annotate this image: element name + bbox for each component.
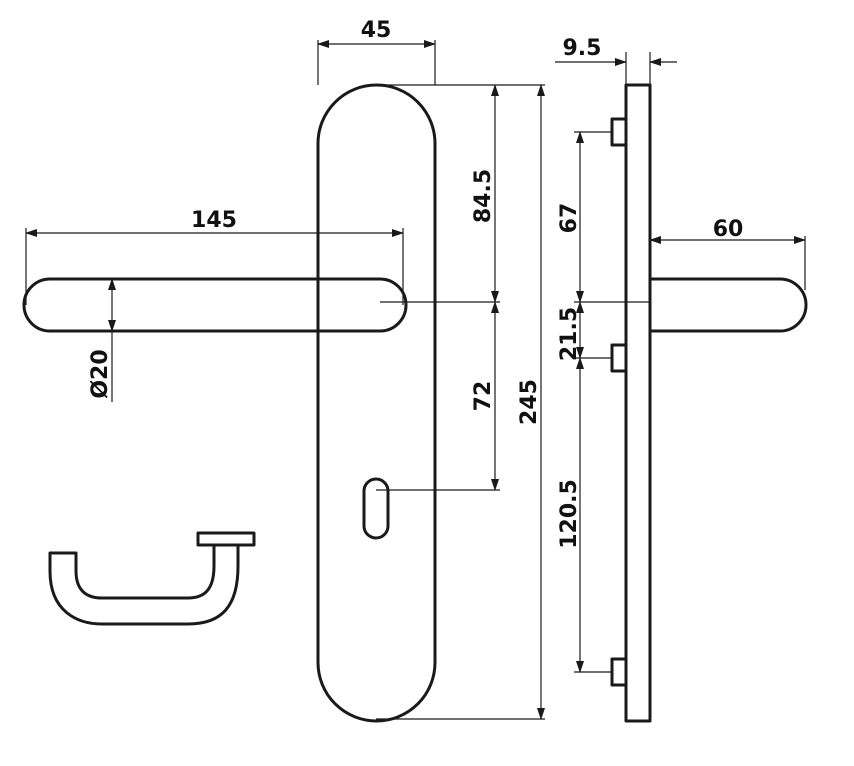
side-lever-outline [650,277,808,333]
side-view: 9.5 67 21.5 120.5 60 [555,36,808,723]
handle-icon-tube [48,543,240,626]
top-to-spindle-label: 84.5 [471,169,496,223]
keyhole-outline [362,477,390,540]
spindle-to-keyhole-label: 72 [471,381,496,412]
middle-to-bottom-fixing-label: 120.5 [557,479,582,549]
lever-length-label: 145 [191,208,237,233]
plate-thickness-label: 9.5 [563,36,602,61]
plate-width-label: 45 [361,18,392,43]
spindle-to-middle-fixing-label: 21.5 [557,307,582,361]
side-plate-outline [624,83,652,723]
handle-perspective-view [48,531,256,626]
handle-icon-rose [196,531,256,547]
lever-diameter-label: Ø20 [88,349,113,398]
lever-projection-label: 60 [713,217,744,242]
backplate-outline [316,83,437,723]
plate-height-label: 245 [517,379,542,425]
lever-handle-outline [22,277,408,333]
front-view: 45 145 Ø20 84.5 72 245 [22,18,545,723]
middle-fixing-stud [610,343,628,373]
top-fixing-stud [610,117,628,147]
top-fixing-to-spindle-label: 67 [557,203,582,234]
bottom-fixing-stud [610,657,628,687]
